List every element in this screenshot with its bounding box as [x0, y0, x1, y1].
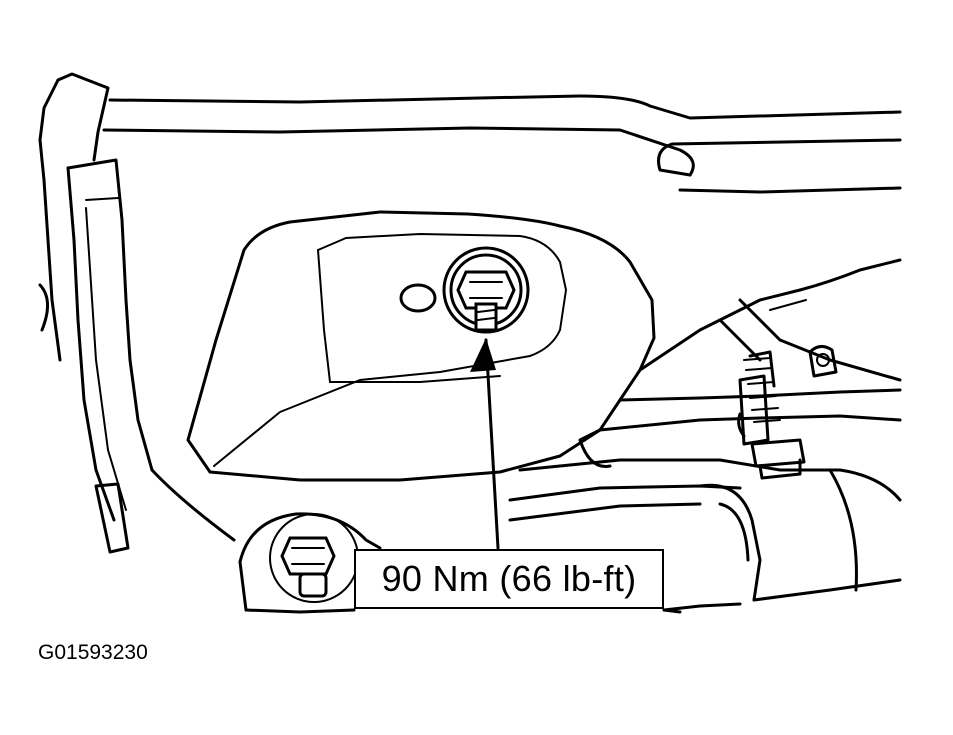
upper-frame	[102, 94, 902, 194]
lower-tubes	[508, 428, 902, 612]
suspension-linkage	[598, 258, 902, 480]
mount-plate	[150, 210, 656, 542]
torque-callout: 90 Nm (66 lb-ft)	[354, 549, 664, 609]
torque-arrow	[470, 338, 500, 550]
figure-id-label: G01593230	[38, 641, 148, 664]
mount-bolt	[442, 246, 530, 334]
torque-spec-label: 90 Nm (66 lb-ft)	[381, 558, 637, 599]
plate-hole	[399, 283, 437, 313]
left-bracket	[38, 72, 154, 554]
bottom-edge	[244, 608, 682, 614]
